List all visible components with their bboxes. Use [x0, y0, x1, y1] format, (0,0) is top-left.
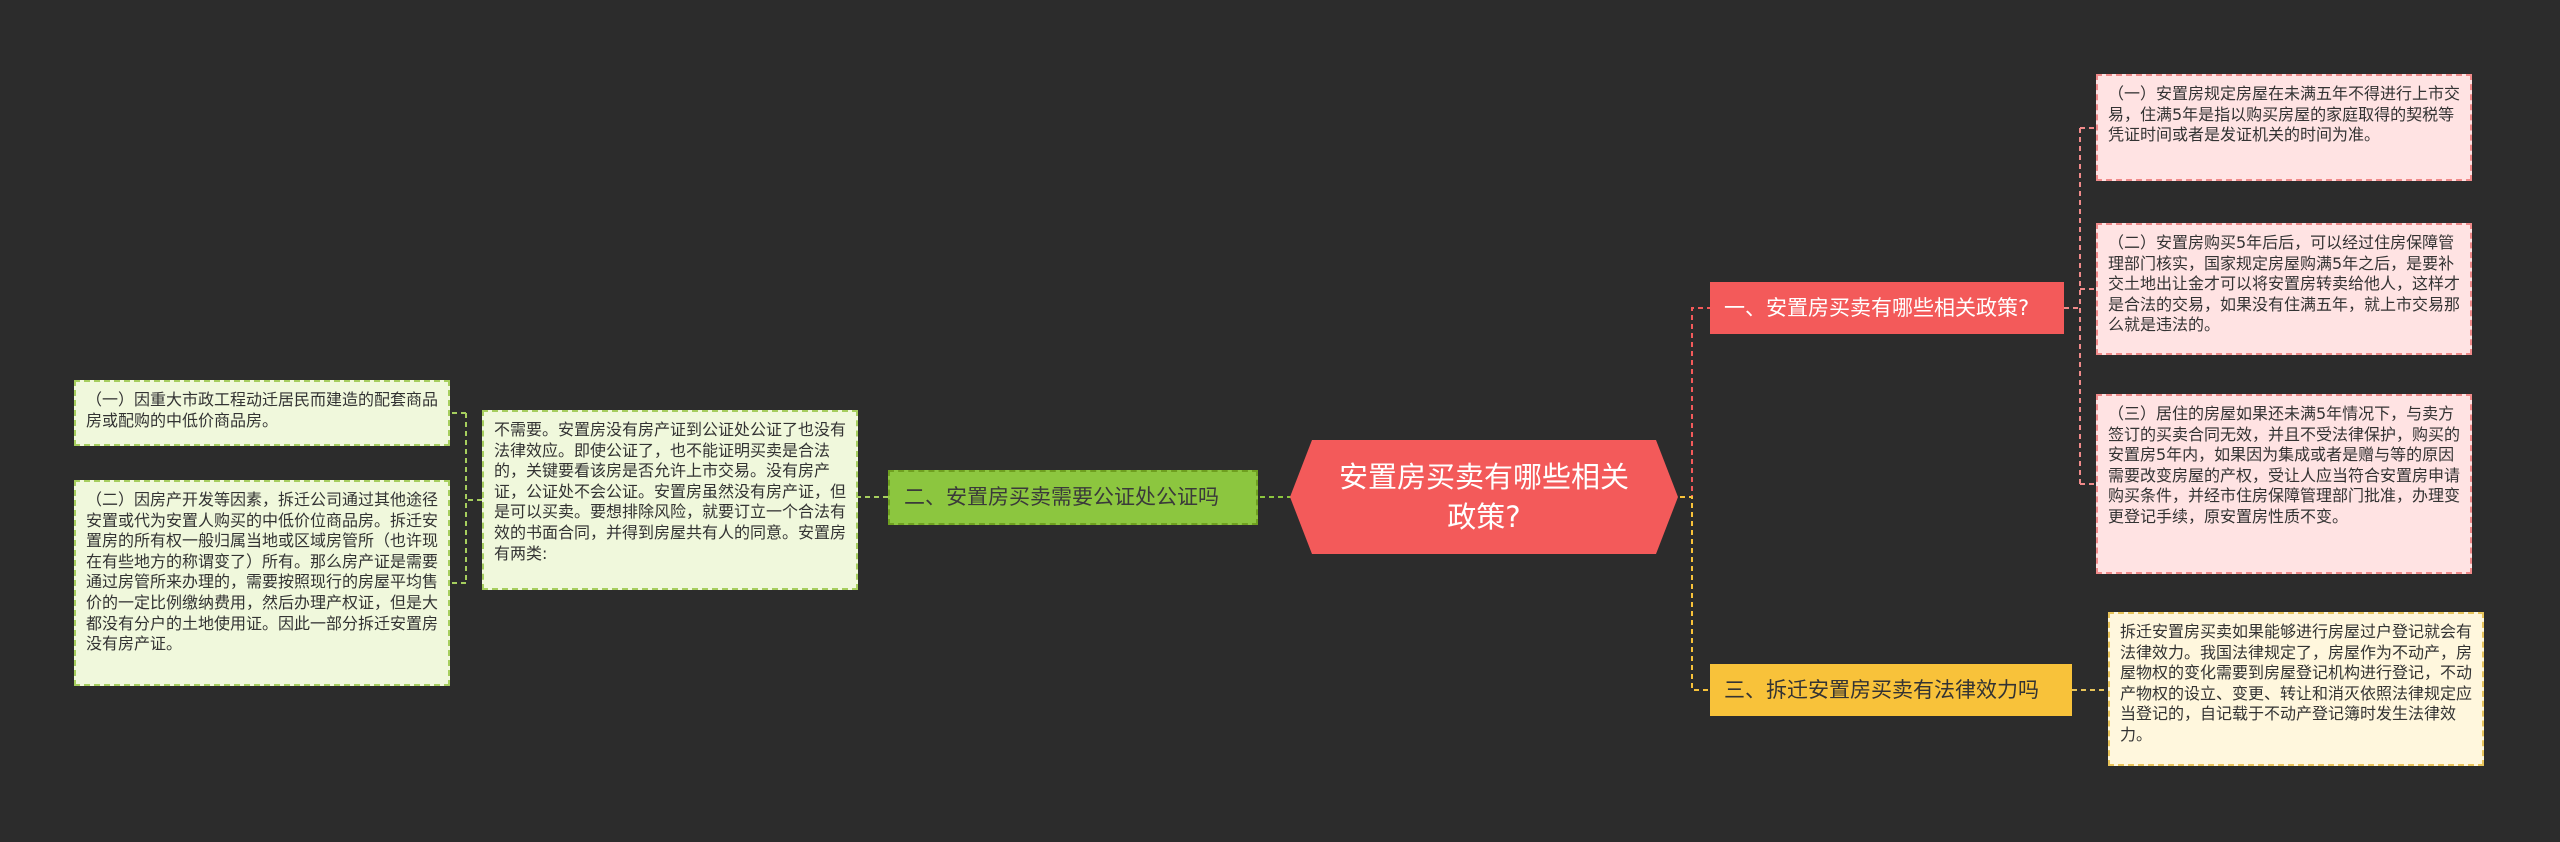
link-middle-leaves: [450, 412, 482, 584]
branch-legal-effect[interactable]: 三、拆迁安置房买卖有法律效力吗: [1710, 664, 2072, 716]
center-hexagon-shape: [1290, 440, 1678, 554]
branch-legal-effect-label: 三、拆迁安置房买卖有法律效力吗: [1724, 677, 2039, 702]
leaf-policy-2[interactable]: （二）安置房购买5年后后，可以经过住房保障管理部门核实，国家规定房屋购满5年之后…: [2096, 223, 2472, 355]
link-center-branch1: [1680, 307, 1710, 498]
leaf-notarization-answer[interactable]: 不需要。安置房没有房产证到公证处公证了也没有法律效应。即使公证了，也不能证明买卖…: [482, 410, 858, 590]
link-center-branch3: [1680, 496, 1710, 691]
branch-policies-label: 一、安置房买卖有哪些相关政策?: [1724, 295, 2030, 320]
branch-policies[interactable]: 一、安置房买卖有哪些相关政策?: [1710, 282, 2064, 334]
leaf-legal-effect[interactable]: 拆迁安置房买卖如果能够进行房屋过户登记就会有法律效力。我国法律规定了，房屋作为不…: [2108, 612, 2484, 766]
leaf-policy-1[interactable]: （一）安置房规定房屋在未满五年不得进行上市交易，住满5年是指以购买房屋的家庭取得…: [2096, 74, 2472, 181]
leaf-policy-3[interactable]: （三）居住的房屋如果还未满5年情况下，与卖方签订的买卖合同无效，并且不受法律保护…: [2096, 394, 2472, 574]
link-branch1-leaves: [2064, 127, 2096, 485]
center-topic[interactable]: 安置房买卖有哪些相关政策?: [1290, 440, 1678, 554]
branch-notarization-label: 二、安置房买卖需要公证处公证吗: [904, 485, 1219, 509]
center-topic-label: 安置房买卖有哪些相关政策?: [1338, 460, 1629, 534]
branch-notarization[interactable]: 二、安置房买卖需要公证处公证吗: [888, 470, 1258, 525]
leaf-housing-type-1[interactable]: （一）因重大市政工程动迁居民而建造的配套商品房或配购的中低价商品房。: [74, 380, 450, 446]
leaf-housing-type-2[interactable]: （二）因房产开发等因素，拆迁公司通过其他途径安置或代为安置人购买的中低价位商品房…: [74, 480, 450, 686]
